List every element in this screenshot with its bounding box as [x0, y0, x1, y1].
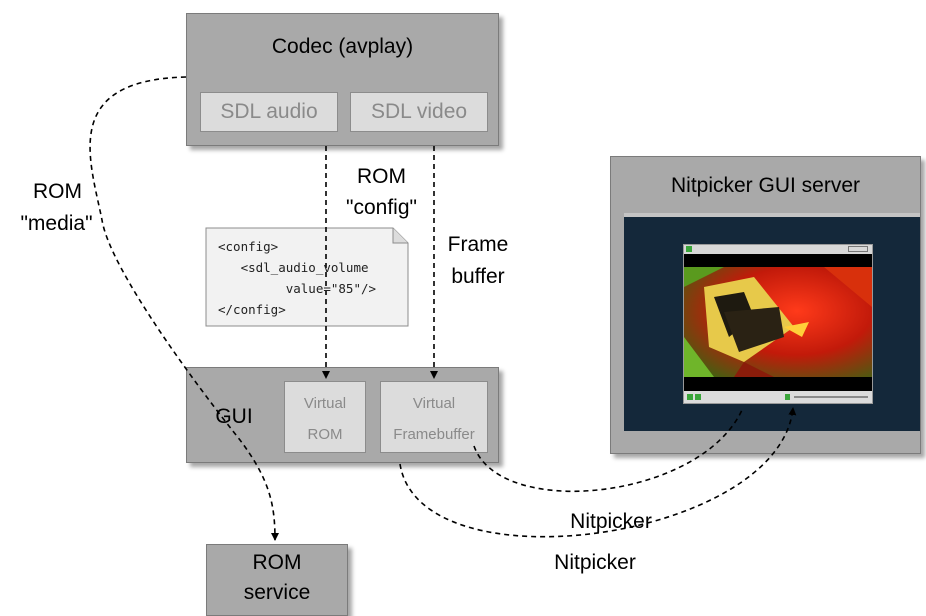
- volume-slider[interactable]: [794, 396, 868, 398]
- framebuffer-label-1: Frame: [447, 233, 509, 256]
- sdl-video-box: SDL video: [350, 92, 488, 132]
- nitpicker-server-box: Nitpicker GUI server: [610, 156, 921, 454]
- virtual-rom-box: Virtual ROM: [284, 381, 366, 453]
- codec-box: Codec (avplay) SDL audio SDL video: [186, 13, 499, 146]
- rom-service-line2: service: [243, 581, 311, 604]
- nitpicker-desktop: [624, 213, 920, 431]
- config-line-2: <sdl_audio_volume: [218, 260, 369, 275]
- gui-box: GUI Virtual ROM Virtual Framebuffer: [186, 367, 499, 463]
- config-line-3: value="85"/>: [218, 281, 377, 296]
- nitpicker-arrow-lower: [399, 407, 797, 538]
- config-line-4: </config>: [218, 302, 286, 317]
- nitpicker-arrow-upper: [473, 409, 743, 493]
- gui-title: GUI: [215, 405, 253, 428]
- player-controls: [684, 391, 872, 403]
- framebuffer-label-2: buffer: [451, 265, 505, 288]
- sdl-video-label: SDL video: [370, 100, 468, 123]
- rom-service-line1: ROM: [252, 551, 302, 574]
- codec-title: Codec (avplay): [271, 35, 414, 58]
- config-document: [205, 227, 409, 327]
- play-pause-icon[interactable]: [687, 394, 693, 400]
- virtual-rom-label-1: Virtual: [303, 395, 347, 412]
- player-titlebar: [684, 245, 872, 254]
- rom-media-arrow: [89, 76, 279, 541]
- virtual-framebuffer-box: Virtual Framebuffer: [380, 381, 488, 453]
- window-controls-icon[interactable]: [848, 246, 868, 252]
- rom-config-label-2: "config": [346, 196, 417, 219]
- virtual-fb-label-1: Virtual: [412, 395, 456, 412]
- rom-config-label-1: ROM: [357, 165, 406, 188]
- rom-service-box: ROM service: [206, 544, 348, 616]
- config-line-1: <config>: [218, 239, 279, 254]
- sdl-audio-label: SDL audio: [220, 100, 318, 123]
- virtual-rom-label-2: ROM: [307, 426, 343, 443]
- media-player-window: [683, 244, 873, 404]
- sdl-audio-box: SDL audio: [200, 92, 338, 132]
- nitpicker-server-title: Nitpicker GUI server: [670, 174, 861, 197]
- window-close-icon[interactable]: [686, 246, 692, 252]
- rom-media-label-2: "media": [20, 212, 93, 235]
- nitpicker-label-2: Nitpicker: [554, 551, 636, 574]
- nitpicker-label-1: Nitpicker: [570, 510, 652, 533]
- virtual-fb-label-2: Framebuffer: [393, 426, 475, 443]
- volume-icon[interactable]: [785, 394, 790, 400]
- stop-icon[interactable]: [695, 394, 701, 400]
- rom-media-label-1: ROM: [33, 180, 82, 203]
- video-frame-image: [684, 267, 872, 377]
